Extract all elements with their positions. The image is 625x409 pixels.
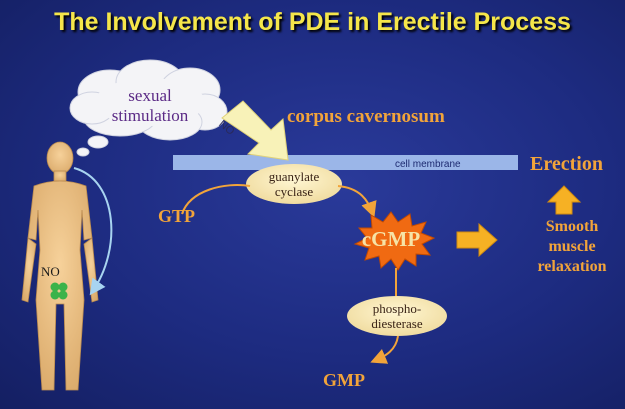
smooth-line1: Smooth	[545, 218, 599, 235]
guanylate-cyclase-label: guanylate cyclase	[250, 169, 338, 199]
phosphodiesterase-label: phospho- diesterase	[349, 301, 445, 331]
gtp-label: GTP	[158, 206, 196, 226]
pde-line1: phospho-	[372, 301, 422, 316]
erection-label: Erection	[530, 153, 603, 175]
guanylate-line2: cyclase	[274, 184, 314, 199]
right-arrow	[456, 222, 498, 258]
clover-icon	[50, 282, 68, 300]
thought-cloud-icon	[69, 59, 228, 157]
smooth-muscle-relaxation-label: Smooth muscle relaxation	[530, 217, 614, 277]
starburst-icon	[353, 211, 436, 271]
smooth-line3: relaxation	[537, 258, 607, 275]
pde-line2: diesterase	[371, 316, 423, 331]
slide-title: The Involvement of PDE in Erectile Proce…	[54, 8, 571, 36]
guanylate-cyclase-ellipse	[246, 164, 342, 204]
cloud-line1: sexual	[128, 86, 172, 105]
cell-membrane-label: cell membrane	[395, 159, 461, 170]
cloud-line2: stimulation	[111, 106, 189, 125]
nerve-signal-arrow	[73, 167, 113, 296]
no-arrow	[221, 100, 289, 161]
gmp-label: GMP	[323, 370, 365, 390]
cgmp-label: cGMP	[361, 227, 421, 251]
cloud-text: sexual stimulation	[80, 86, 220, 126]
pde-to-gmp-arrow	[370, 335, 399, 364]
gtp-to-cgmp-arrow	[181, 184, 373, 214]
cell-membrane-bar	[173, 155, 518, 170]
body-no-label: NO	[41, 264, 60, 279]
phosphodiesterase-ellipse	[347, 296, 447, 336]
corpus-cavernosum-label: corpus cavernosum	[287, 106, 445, 127]
guanylate-line1: guanylate	[268, 169, 320, 184]
smooth-line2: muscle	[548, 238, 596, 255]
up-arrow	[546, 185, 582, 215]
human-figure-icon	[21, 141, 99, 391]
